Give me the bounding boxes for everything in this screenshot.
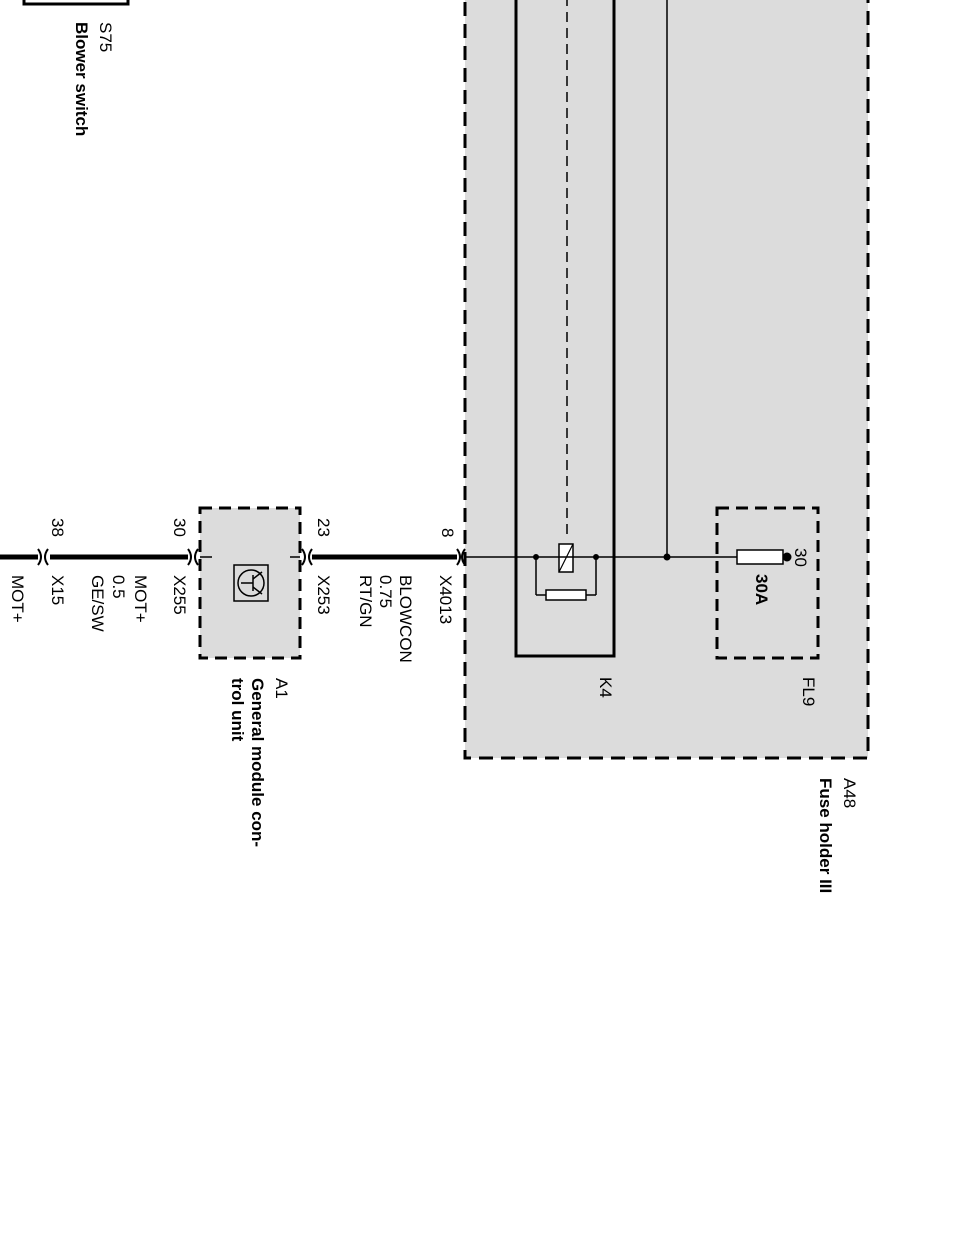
blower-switch-s75: S75 Blower switch — [22, 0, 130, 136]
general-module-a1: A1 General module con- trol unit — [198, 506, 302, 847]
fuse-fl9: 30 30A FL9 — [715, 506, 820, 706]
relay-k4-resistor — [545, 589, 587, 601]
transistor-icon-collector — [252, 571, 263, 580]
wire-mot-plus-signal: MOT+ — [131, 575, 150, 623]
wire-mot-plus-color: GE/SW — [88, 575, 107, 632]
connector-x255-pin: 30 — [170, 518, 189, 537]
relay-k4-coil-diagonal — [558, 543, 574, 573]
fuse-fl9-label: FL9 — [799, 677, 818, 706]
fuse-holder-ref: A48 — [840, 778, 859, 808]
relay-k4-outline — [514, 0, 616, 658]
connector-x253-ref: X253 — [314, 575, 333, 615]
fuse-fl9-outline — [715, 506, 820, 660]
connector-x255-symbol — [187, 548, 199, 566]
fuse-holder-a48: K4 30 30A FL9 A48 Fuse holder III — [463, 0, 870, 893]
connector-x15-pin: 38 — [48, 518, 67, 537]
relay-k4: K4 — [514, 0, 616, 698]
general-module-description-2: trol unit — [228, 678, 247, 742]
general-module-description-1: General module con- — [248, 678, 267, 847]
fuse-fl9-pin-dot — [782, 552, 792, 562]
connector-x4013-symbol — [456, 548, 466, 566]
connector-x253-pin: 23 — [314, 518, 333, 537]
wire-blowcon-signal: BLOWCON — [396, 575, 415, 663]
connector-x15-symbol — [37, 548, 49, 566]
fuse-fl9-element — [736, 549, 784, 565]
blower-switch-outline — [22, 0, 130, 6]
transistor-icon — [237, 569, 265, 597]
connector-x253-symbol — [301, 548, 313, 566]
relay-k4-label: K4 — [596, 677, 615, 698]
connector-x4013-ref: X4013 — [436, 575, 455, 624]
connector-x15-signal: MOT+ — [8, 575, 27, 623]
fuse-fl9-rating: 30A — [752, 574, 771, 605]
general-module-ref: A1 — [272, 678, 291, 699]
blower-switch-description: Blower switch — [72, 22, 91, 136]
connector-x15-ref: X15 — [48, 575, 67, 605]
connector-x255-ref: X255 — [170, 575, 189, 615]
wire-mot-plus-size: 0.5 — [109, 575, 128, 599]
blower-switch-ref: S75 — [96, 22, 115, 52]
wire-blowcon-color: RT/GN — [356, 575, 375, 628]
transistor-symbol-box — [233, 564, 269, 602]
fuse-holder-description: Fuse holder III — [816, 778, 835, 893]
wire-blowcon-size: 0.75 — [376, 575, 395, 608]
connector-x4013-pin: 8 — [438, 528, 457, 537]
transistor-icon-emitter — [252, 586, 263, 595]
fuse-fl9-pin-label: 30 — [791, 548, 810, 567]
